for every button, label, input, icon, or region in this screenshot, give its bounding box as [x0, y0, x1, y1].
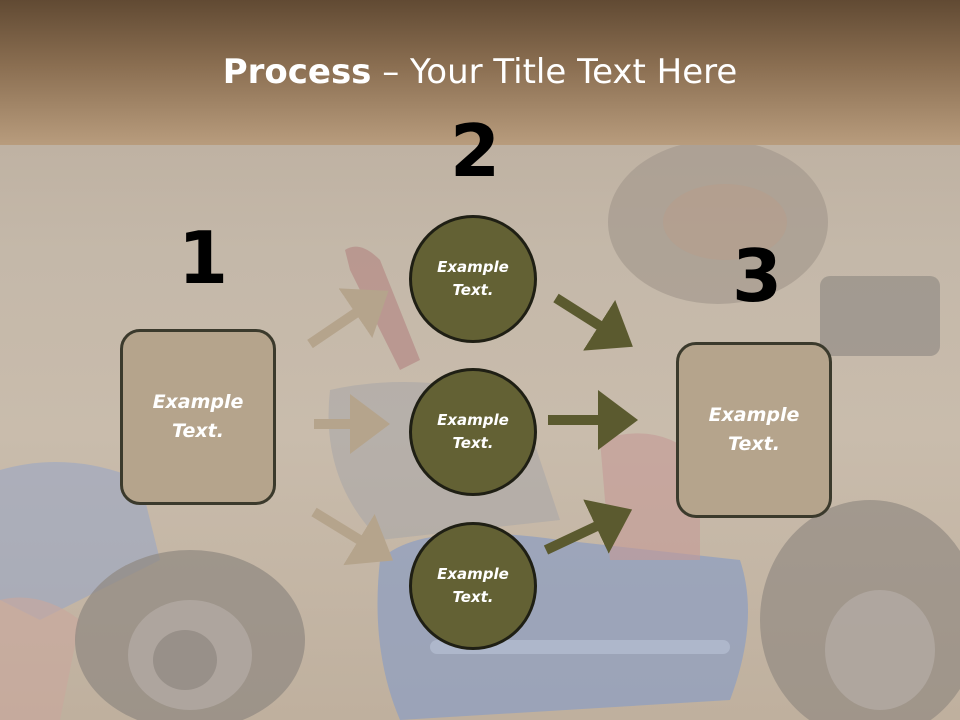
- arrow-2-to-3-top: [553, 293, 633, 351]
- arrow-1-to-2-bottom: [311, 507, 394, 566]
- step-2-circle-bottom: Example Text.: [409, 522, 537, 650]
- step-3-box: Example Text.: [676, 342, 832, 518]
- step-2-text-top: Example Text.: [437, 258, 509, 299]
- title-rest: – Your Title Text Here: [371, 52, 738, 92]
- step-1-box: Example Text.: [120, 329, 276, 505]
- step-2-text-bottom: Example Text.: [437, 565, 509, 606]
- title-bar: Process – Your Title Text Here: [0, 0, 960, 145]
- title-bold: Process: [222, 52, 372, 92]
- step-3-text: Example Text.: [708, 404, 800, 455]
- step-3-number: 3: [732, 234, 783, 318]
- slide-title: Process – Your Title Text Here: [0, 52, 960, 92]
- step-1-text: Example Text.: [152, 391, 244, 442]
- step-1-number: 1: [178, 216, 229, 300]
- arrow-1-to-2-top: [307, 288, 389, 349]
- arrow-2-to-3-bottom: [543, 499, 633, 555]
- step-2-circle-middle: Example Text.: [409, 368, 537, 496]
- step-2-text-middle: Example Text.: [437, 411, 509, 452]
- step-2-number: 2: [450, 109, 501, 193]
- step-2-circle-top: Example Text.: [409, 215, 537, 343]
